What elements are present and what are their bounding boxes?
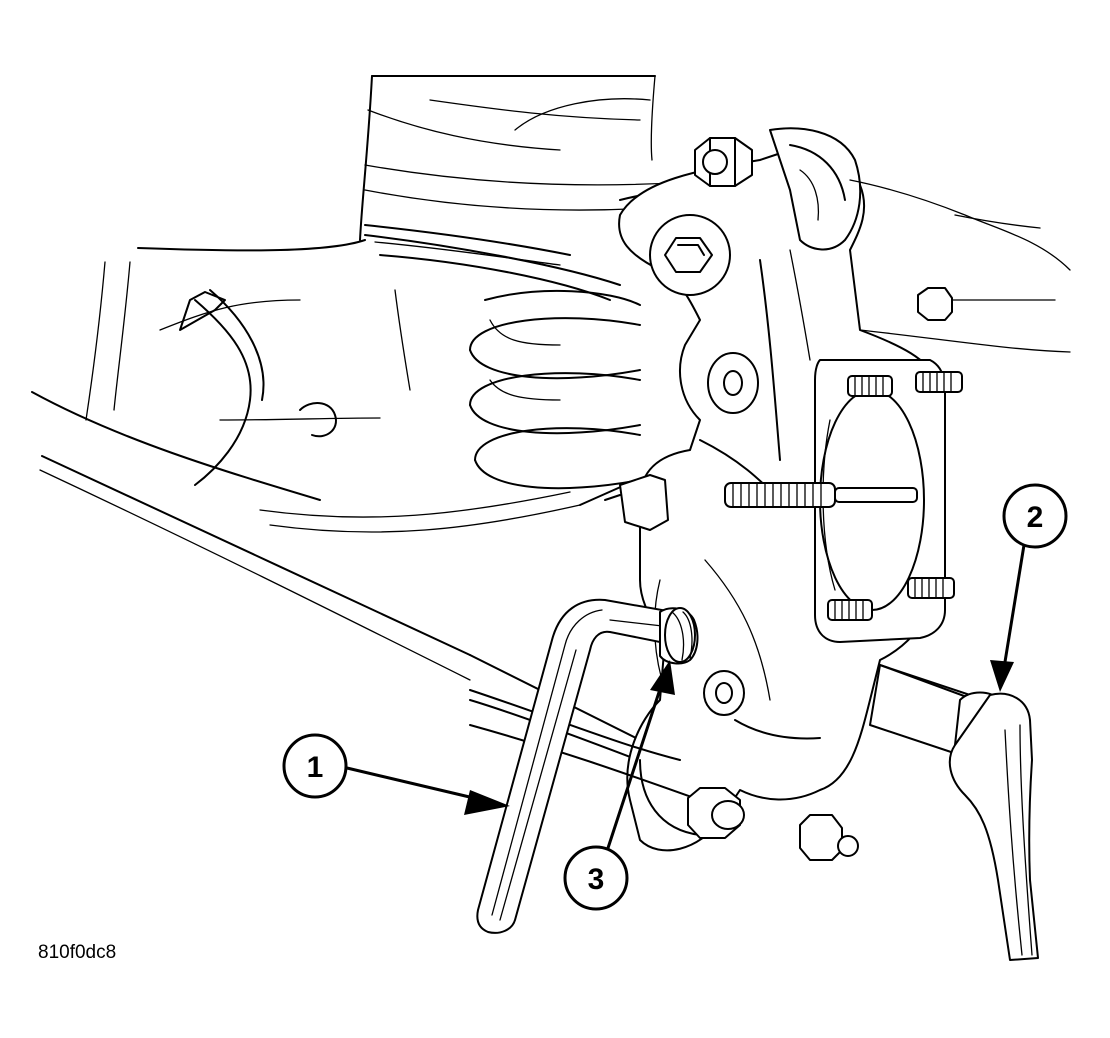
callout-1-label: 1 bbox=[307, 751, 324, 784]
callout-2: 2 bbox=[1002, 483, 1068, 549]
callout-leaders bbox=[345, 543, 1026, 850]
vehicle-body-outline bbox=[137, 75, 691, 266]
brake-line bbox=[179, 289, 626, 533]
wheel-studs bbox=[724, 371, 963, 621]
lower-control-arm bbox=[469, 689, 859, 861]
callout-3-label: 3 bbox=[588, 863, 605, 896]
arrowhead-3 bbox=[650, 660, 675, 695]
figure-reference-code: 810f0dc8 bbox=[38, 942, 117, 963]
wrench-tool bbox=[869, 664, 1039, 961]
callout-2-label: 2 bbox=[1027, 501, 1044, 534]
coil-spring bbox=[469, 289, 641, 490]
arrowhead-2 bbox=[990, 660, 1014, 692]
callout-1: 1 bbox=[282, 733, 348, 799]
callout-3: 3 bbox=[563, 845, 629, 911]
arrowhead-1 bbox=[464, 790, 510, 815]
adjustment-bushing bbox=[659, 607, 699, 665]
sensor-connector bbox=[604, 474, 669, 531]
frame-rail bbox=[31, 261, 691, 781]
